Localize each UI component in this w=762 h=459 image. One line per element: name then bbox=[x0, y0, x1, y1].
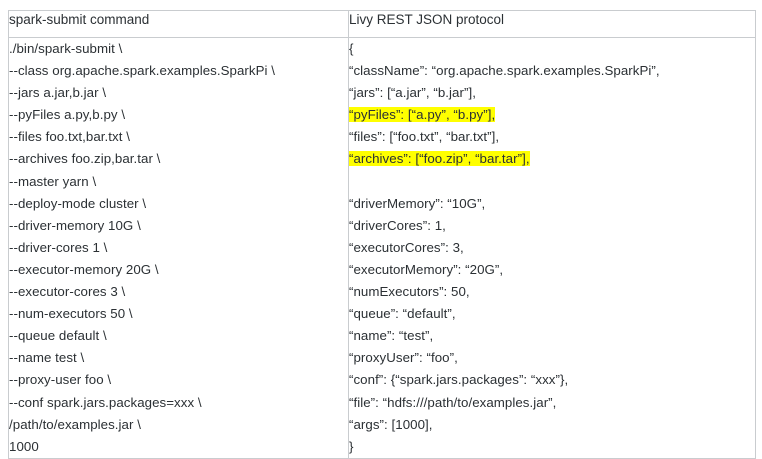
column-header-spark-submit: spark-submit command bbox=[8, 10, 349, 38]
code-line: “jars”: [“a.jar”, “b.jar”], bbox=[349, 85, 476, 101]
code-line: “driverCores”: 1, bbox=[349, 217, 446, 233]
code-line: --jars a.jar,b.jar \ bbox=[9, 85, 107, 101]
code-line: --num-executors 50 \ bbox=[9, 306, 133, 322]
code-line: --queue default \ bbox=[9, 328, 107, 344]
code-line: “queue”: “default”, bbox=[349, 306, 456, 322]
comparison-table: spark-submit command Livy REST JSON prot… bbox=[8, 10, 756, 459]
livy-rest-code-block: { “className”: “org.apache.spark.examples… bbox=[349, 38, 755, 458]
highlighted-text: “archives”: [“foo.zip”, “bar.tar”], bbox=[349, 151, 530, 167]
code-line: ./bin/spark-submit \ bbox=[9, 41, 123, 56]
table-header-row: spark-submit command Livy REST JSON prot… bbox=[8, 10, 756, 38]
code-line: “proxyUser”: “foo”, bbox=[349, 350, 458, 366]
code-line: --pyFiles a.py,b.py \ bbox=[9, 107, 126, 123]
code-line: --executor-memory 20G \ bbox=[9, 261, 159, 277]
code-line: “numExecutors”: 50, bbox=[349, 284, 470, 300]
cell-livy-rest-json: { “className”: “org.apache.spark.examples… bbox=[348, 37, 756, 459]
code-line: “file”: “hdfs:///path/to/examples.jar”, bbox=[349, 394, 557, 410]
code-line: --driver-cores 1 \ bbox=[9, 239, 108, 255]
code-line: --class org.apache.spark.examples.SparkP… bbox=[9, 63, 275, 79]
code-line: “archives”: [“foo.zip”, “bar.tar”], bbox=[349, 148, 755, 170]
highlighted-text: “pyFiles”: [“a.py”, “b.py”], bbox=[349, 107, 496, 123]
cell-spark-submit-command: ./bin/spark-submit \ --class org.apache.s… bbox=[8, 37, 349, 459]
code-line: --executor-cores 3 \ bbox=[9, 284, 126, 300]
spark-submit-code-block: ./bin/spark-submit \ --class org.apache.s… bbox=[9, 38, 348, 458]
code-line: “executorMemory”: “20G”, bbox=[349, 261, 504, 277]
code-line: “executorCores”: 3, bbox=[349, 239, 464, 255]
code-line: /path/to/examples.jar \ bbox=[9, 416, 141, 432]
code-line: “conf”: {“spark.jars.packages”: “xxx”}, bbox=[349, 372, 569, 388]
code-line: “args”: [1000], bbox=[349, 416, 433, 432]
code-line: --conf spark.jars.packages=xxx \ bbox=[9, 394, 202, 410]
code-line bbox=[349, 171, 755, 193]
code-line: --archives foo.zip,bar.tar \ bbox=[9, 151, 161, 167]
code-line: --master yarn \ bbox=[9, 173, 97, 189]
code-line: } bbox=[349, 438, 354, 454]
code-line: “pyFiles”: [“a.py”, “b.py”], bbox=[349, 104, 755, 126]
table-row: ./bin/spark-submit \ --class org.apache.s… bbox=[8, 37, 756, 459]
code-line: 1000 bbox=[9, 438, 39, 454]
code-line: --proxy-user foo \ bbox=[9, 372, 112, 388]
code-line: “files”: [“foo.txt”, “bar.txt”], bbox=[349, 129, 500, 145]
column-header-livy-rest: Livy REST JSON protocol bbox=[348, 10, 756, 38]
code-line: --name test \ bbox=[9, 350, 85, 366]
code-line: --driver-memory 10G \ bbox=[9, 217, 141, 233]
code-line: { bbox=[349, 41, 354, 56]
table-body: ./bin/spark-submit \ --class org.apache.s… bbox=[8, 37, 756, 459]
code-line: “driverMemory”: “10G”, bbox=[349, 195, 486, 211]
code-line: “className”: “org.apache.spark.examples.… bbox=[349, 63, 660, 79]
code-line: --deploy-mode cluster \ bbox=[9, 195, 147, 211]
table-header: spark-submit command Livy REST JSON prot… bbox=[8, 10, 756, 38]
code-line: --files foo.txt,bar.txt \ bbox=[9, 129, 130, 145]
code-line: “name”: “test”, bbox=[349, 328, 434, 344]
